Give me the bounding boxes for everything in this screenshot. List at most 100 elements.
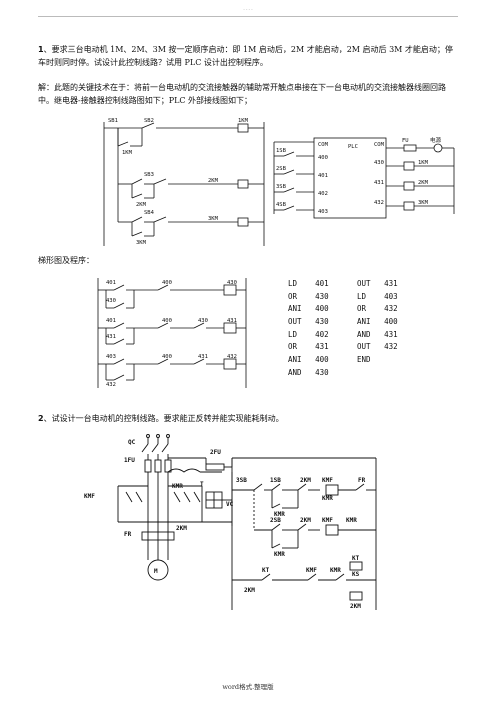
motor-label: KMR <box>322 495 333 502</box>
motor-label: FR <box>124 531 132 538</box>
motor-label: KMR <box>274 551 285 558</box>
motor-label: KMF <box>322 477 333 484</box>
motor-label: 2KM <box>350 603 361 610</box>
ladder-label: 430 <box>227 280 237 286</box>
motor-label: M <box>154 568 158 575</box>
relay-label: 1KM <box>122 150 133 156</box>
program-line: OUT 431 <box>357 279 398 288</box>
ladder-label: 403 <box>106 354 116 360</box>
motor-label: 2KM <box>176 525 187 532</box>
plc-input-label: 4SB <box>276 202 287 208</box>
plc-output-addr: 432 <box>374 200 384 206</box>
motor-label: 2SB <box>270 517 281 524</box>
plc-wiring-diagram: COM PLC COM FU 电源 1SB 400 2SB 401 3SB 40… <box>273 136 455 219</box>
ladder-label: 401 <box>106 280 116 286</box>
plc-input-addr: 401 <box>318 173 328 179</box>
ladder-label: 430 <box>198 318 208 324</box>
plc-output-label: 1KM <box>418 160 429 166</box>
program-line: ANI 400 <box>357 317 398 327</box>
question-1-text: 1、要求三台电动机 1M、2M、3M 按一定顺序启动：即 1M 启动后，2M 才… <box>38 44 458 69</box>
motor-label: KMF <box>322 517 333 524</box>
relay-label: 1KM <box>238 118 249 124</box>
ladder-label: 430 <box>106 298 116 304</box>
motor-label: KMR <box>330 567 341 574</box>
ladder-diagram: 401 400 430 430 401 400 430 431 431 403 … <box>97 278 247 388</box>
motor-label: KT <box>262 567 270 574</box>
question-2-text: 2、试设计一台电动机的控制线路。要求能正反转并能实现能耗制动。 <box>38 413 458 426</box>
motor-braking-diagram: QC 1FU KMF KMR T VC 2KM FR M 2FU 3SB 1SB… <box>84 434 377 610</box>
program-line: END <box>357 355 371 365</box>
motor-label: 2KM <box>300 477 311 484</box>
program-line: OR 431 <box>288 342 329 352</box>
ladder-label: 400 <box>162 318 172 324</box>
question-1-number: 1 <box>38 45 44 54</box>
question-1-body: 、要求三台电动机 1M、2M、3M 按一定顺序启动：即 1M 启动后，2M 才能… <box>38 45 453 67</box>
motor-label: FR <box>358 477 366 484</box>
ladder-label: 431 <box>198 354 208 360</box>
program-line: OUT 432 <box>357 342 398 352</box>
program-col-left: LD 401 OR 430 ANI 400 OUT 430 LD 402 OR … <box>288 278 329 380</box>
relay-label: SB4 <box>144 210 155 216</box>
program-line: AND 430 <box>288 367 329 377</box>
motor-label: KMR <box>346 517 357 524</box>
ladder-label: 400 <box>162 354 172 360</box>
motor-label: KMF <box>306 567 317 574</box>
ladder-label: 400 <box>162 280 172 286</box>
program-line: LD 401 <box>288 279 329 288</box>
plc-com-left: COM <box>318 142 329 148</box>
plc-input-label: 1SB <box>276 148 287 154</box>
relay-label: 2KM <box>136 202 147 208</box>
motor-label: 1SB <box>270 477 281 484</box>
ladder-label: 401 <box>106 318 116 324</box>
motor-label: 1FU <box>124 457 135 464</box>
program-line: LD 403 <box>357 291 398 301</box>
plc-fuse-label: FU <box>402 138 409 144</box>
program-line: LD 402 <box>288 329 329 339</box>
motor-label: VC <box>226 501 234 508</box>
motor-label: 2KM <box>244 587 255 594</box>
relay-label: SB1 <box>108 118 118 124</box>
plc-input-label: 3SB <box>276 184 287 190</box>
ladder-label: 432 <box>227 354 237 360</box>
question-1-solution: 解：此题的关键技术在于：将前一台电动机的交流接触器的辅助常开触点串接在下一台电动… <box>38 83 446 105</box>
plc-output-label: 3KM <box>418 200 429 206</box>
program-line: ANI 400 <box>288 304 329 314</box>
relay-control-diagram: SB1 SB2 1KM 1KM SB3 2KM 2KM SB4 3KM 3KM <box>103 118 265 246</box>
question-2-body: 、试设计一台电动机的控制线路。要求能正反转并能实现能耗制动。 <box>43 414 284 423</box>
relay-label: SB2 <box>144 118 154 124</box>
plc-input-label: 2SB <box>276 166 287 172</box>
program-col-right: OUT 431 LD 403 OR 432 ANI 400 AND 431 OU… <box>357 278 398 367</box>
program-line: OUT 430 <box>288 317 329 327</box>
plc-label: PLC <box>348 144 358 150</box>
ladder-label: 431 <box>227 318 237 324</box>
page-footer: word格式.整理版 <box>222 683 274 691</box>
motor-label: 2FU <box>210 449 221 456</box>
relay-label: 3KM <box>136 240 147 246</box>
motor-label: KMR <box>274 511 285 518</box>
ladder-heading: 梯形图及程序： <box>38 256 94 265</box>
plc-com-right: COM <box>374 142 385 148</box>
motor-label: KMF <box>84 493 95 500</box>
relay-label: 2KM <box>208 178 219 184</box>
program-line: AND 431 <box>357 329 398 339</box>
program-line: OR 430 <box>288 291 329 301</box>
page-header: - - - - <box>243 7 253 12</box>
relay-label: 3KM <box>208 216 219 222</box>
question-2-number: 2 <box>38 414 44 423</box>
motor-label: KT <box>352 555 360 562</box>
program-line: OR 432 <box>357 304 398 314</box>
motor-label: KS <box>352 571 360 578</box>
plc-input-addr: 402 <box>318 191 328 197</box>
plc-input-addr: 400 <box>318 155 328 161</box>
plc-input-addr: 403 <box>318 209 328 215</box>
motor-label: QC <box>128 439 136 446</box>
motor-label: KMR <box>172 483 183 490</box>
program-line: ANI 400 <box>288 355 329 365</box>
relay-label: SB3 <box>144 172 154 178</box>
plc-power-label: 电源 <box>430 136 442 144</box>
ladder-label: 431 <box>106 334 116 340</box>
motor-label: T <box>200 481 204 488</box>
header-rule <box>38 16 458 17</box>
ladder-label: 432 <box>106 382 116 388</box>
plc-output-addr: 430 <box>374 160 384 166</box>
